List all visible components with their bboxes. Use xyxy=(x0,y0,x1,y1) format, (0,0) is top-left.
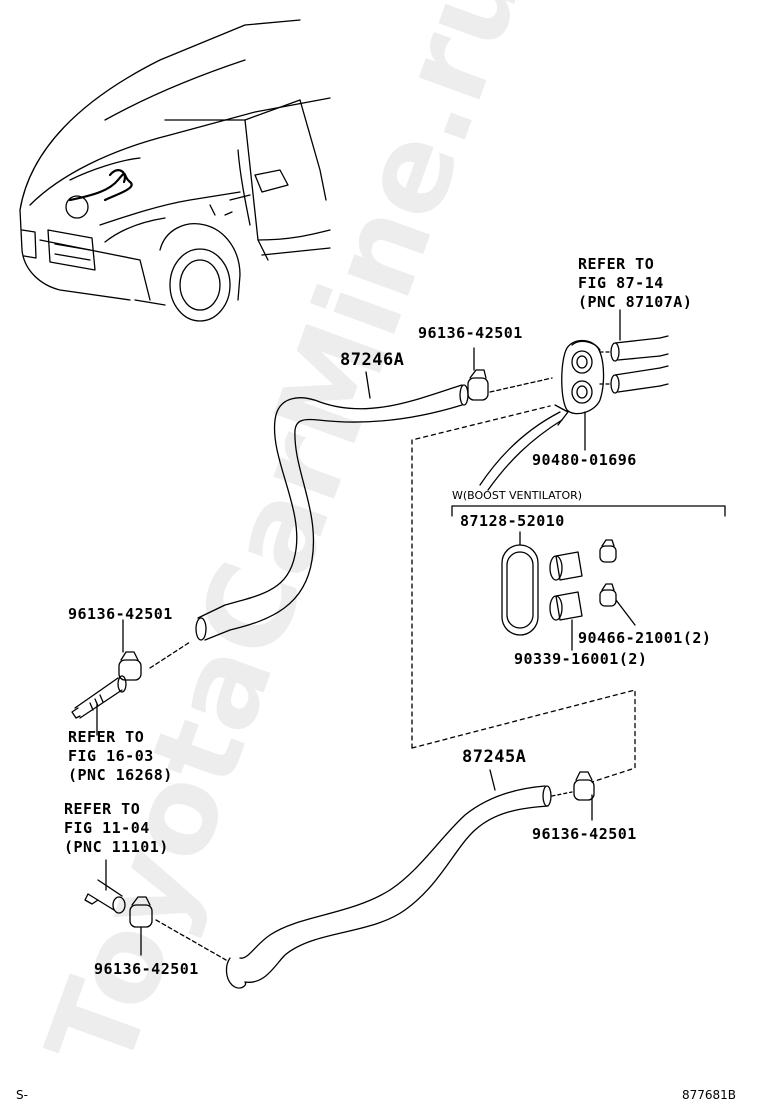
label-87246a: 87246A xyxy=(340,350,405,370)
clamp-top xyxy=(467,369,489,401)
leader-right xyxy=(551,791,573,797)
leader-left xyxy=(149,641,191,669)
ref-top-line3: (PNC 87107A) xyxy=(578,293,693,311)
dashed-boundary-right xyxy=(411,689,636,783)
small-clamps xyxy=(599,539,636,626)
clamp-left xyxy=(118,619,142,681)
ref-top-line1: REFER TO xyxy=(578,255,655,273)
boost-arrow xyxy=(479,404,569,491)
footer-left: S- xyxy=(16,1088,28,1102)
dashed-boundary-left xyxy=(411,405,551,749)
oval-part xyxy=(501,531,539,636)
condition-bracket xyxy=(451,505,726,517)
leader-bottom xyxy=(155,919,227,961)
ref-left-low-line1: REFER TO xyxy=(64,800,141,818)
label-87245a: 87245A xyxy=(462,747,527,767)
pipe-bottom-left xyxy=(84,859,126,914)
leader-top xyxy=(489,377,553,393)
ref-left-mid-line3: (PNC 16268) xyxy=(68,766,173,784)
label-clamp-right: 96136-42501 xyxy=(532,825,637,843)
leader-87246a xyxy=(365,371,371,399)
hose-87246a xyxy=(195,384,469,641)
ref-left-mid-line2: FIG 16-03 xyxy=(68,747,154,765)
footer-right: 877681B xyxy=(682,1088,737,1102)
hose-87245a xyxy=(225,785,552,989)
label-clamp-top: 96136-42501 xyxy=(418,324,523,342)
label-small-clamp: 90466-21001(2) xyxy=(578,629,712,647)
pipes-top-right xyxy=(599,335,669,394)
label-boost-group: 87128-52010 xyxy=(460,512,565,530)
ref-left-low-line2: FIG 11-04 xyxy=(64,819,150,837)
label-clamp-left: 96136-42501 xyxy=(68,605,173,623)
connector-parts xyxy=(549,551,583,651)
ref-left-mid-line1: REFER TO xyxy=(68,728,145,746)
clamp-bottom xyxy=(129,896,153,956)
label-connector: 90339-16001(2) xyxy=(514,650,648,668)
label-grommet: 90480-01696 xyxy=(532,451,637,469)
ref-top-line2: FIG 87-14 xyxy=(578,274,664,292)
clamp-right xyxy=(573,771,595,821)
leader-87245a xyxy=(489,769,496,791)
condition-label: W(BOOST VENTILATOR) xyxy=(452,489,583,502)
ref-left-low-line3: (PNC 11101) xyxy=(64,838,169,856)
label-clamp-bottom: 96136-42501 xyxy=(94,960,199,978)
car-illustration xyxy=(19,19,331,322)
pipe-left xyxy=(71,675,127,736)
grommet xyxy=(561,339,605,415)
